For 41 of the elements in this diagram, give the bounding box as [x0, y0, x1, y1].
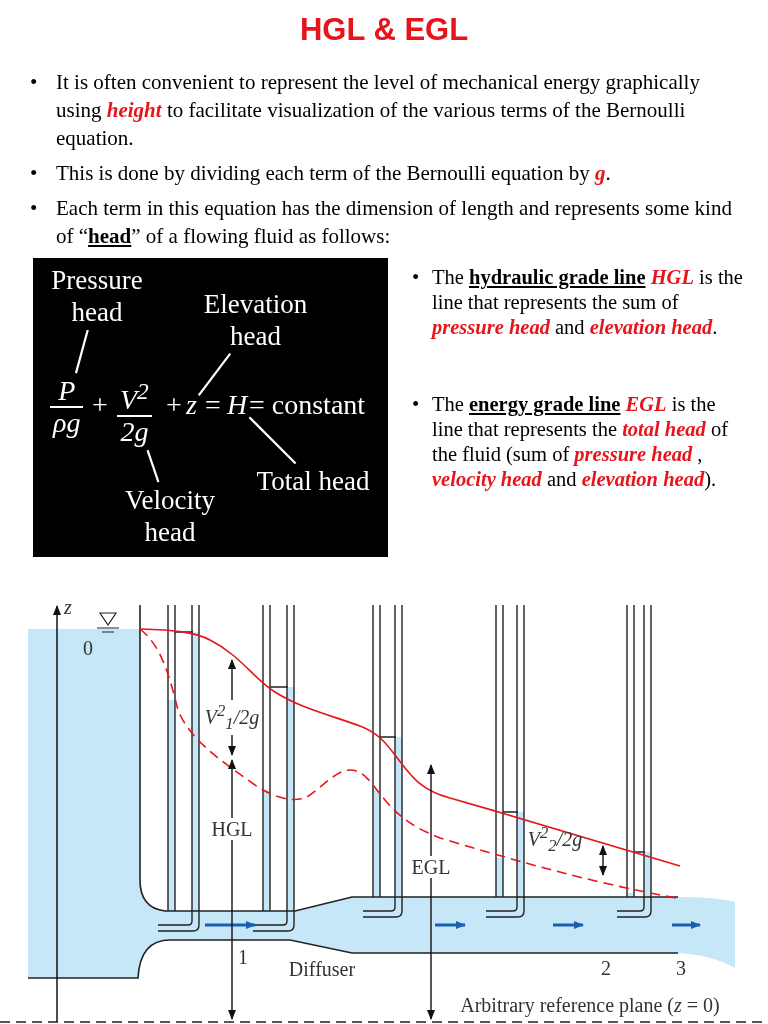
bullet-text: The energy grade line EGL is the line that represents the total head of the fluid (sum of pressure head , velocity head and elevation head).: [432, 392, 730, 492]
station-number: 3: [676, 957, 686, 979]
math-operator: +: [92, 390, 108, 420]
equation-panel: [33, 258, 388, 557]
slide-title: HGL & EGL: [298, 12, 470, 48]
diagram-label: Diffuser: [288, 958, 356, 980]
numerator: V$^{2}$: [117, 376, 152, 418]
term-label: Velocity head: [105, 484, 235, 548]
station-number: 2: [601, 957, 611, 979]
leader-line: [248, 416, 297, 465]
leader-line: [146, 449, 160, 483]
math-operator: =: [205, 390, 221, 420]
denominator: 2g: [119, 417, 150, 448]
reference-plane-label: Arbitrary reference plane (z = 0): [460, 994, 720, 1016]
math-operator: = constant: [249, 390, 366, 420]
bullet-marker: •: [30, 69, 38, 96]
bullet-text: The hydraulic grade line HGL is the line that represents the sum of pressure head and elevation head.: [432, 265, 744, 340]
equation-variable: H: [227, 390, 248, 420]
dimension-label: V$^{2}$$_{1}$/2g: [202, 700, 262, 735]
bullet-marker: •: [30, 160, 38, 187]
bullet-text: This is done by dividing each term of the Bernoulli equation by g.: [56, 160, 612, 187]
bullet-marker: •: [412, 265, 420, 290]
bullet-marker: •: [30, 195, 38, 222]
equation-variable: z: [186, 390, 197, 420]
term-label: Pressure head: [38, 264, 156, 328]
term-label: Total head: [238, 465, 388, 497]
dimension-label: EGL: [409, 856, 453, 878]
axis-label: z: [64, 596, 72, 618]
station-number: 1: [238, 946, 248, 968]
bullet-marker: •: [412, 392, 420, 417]
leader-line: [197, 352, 232, 397]
denominator: ρg: [51, 408, 82, 438]
bullet-text: It is often convenient to represent the level of mechanical energy graphically using height to facilitate visualization of the various terms of the Bernoulli equation.: [56, 69, 701, 152]
bullet-text: Each term in this equation has the dimension of length and represents some kind of “head” of a flowing fluid as follows:: [56, 195, 733, 250]
dimension-label: V$^{2}$$_{2}$/2g: [527, 822, 583, 857]
leader-line: [74, 329, 89, 374]
numerator: P: [50, 376, 84, 408]
diagram-label: 0: [83, 637, 93, 659]
math-operator: +: [166, 390, 182, 420]
term-label: Elevation head: [188, 288, 323, 352]
dimension-label: HGL: [209, 818, 255, 840]
